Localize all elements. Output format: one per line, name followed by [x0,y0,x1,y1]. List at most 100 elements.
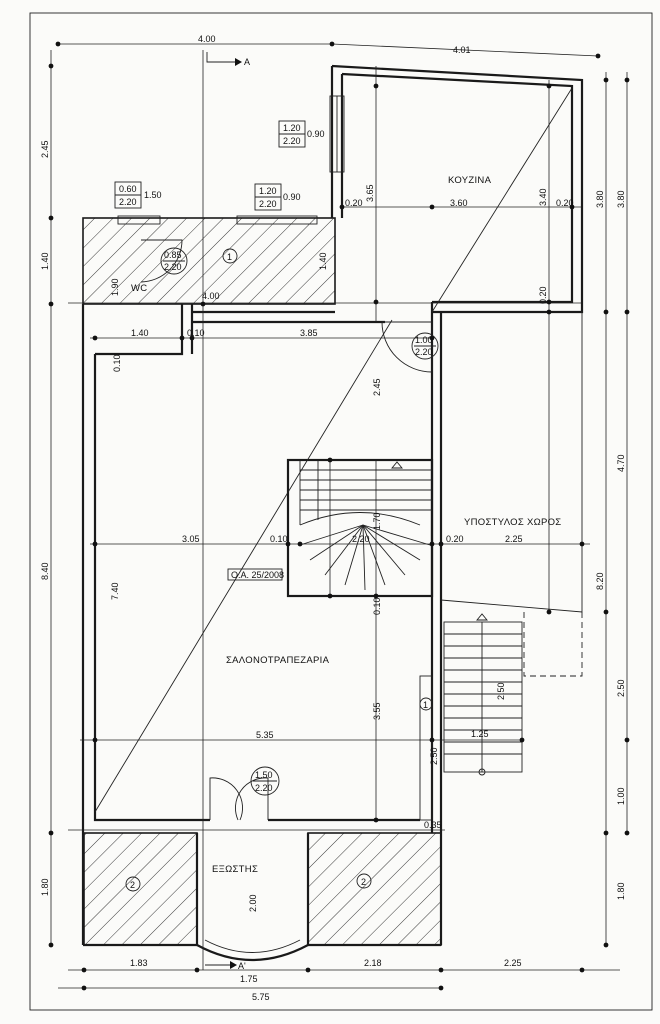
dim-right-5: 1.80 [616,882,626,900]
svg-text:1: 1 [227,252,232,262]
opening-tag-entrance-door: 1.50 2.20 [250,766,280,796]
dim-right-outer-top: 3.80 [616,190,626,208]
svg-text:3.60: 3.60 [450,198,468,208]
svg-text:0.90: 0.90 [307,129,325,139]
dimension-lines [50,43,628,989]
dim-bottom-2: 1.75 [240,974,258,984]
svg-text:0.20: 0.20 [446,534,464,544]
tag-circle-stair: 1 [419,697,433,711]
svg-text:1: 1 [423,700,428,710]
opening-tag-wc-door: 0.85 2.20 [160,247,188,275]
svg-text:2.20: 2.20 [283,136,301,146]
opening-tag-hall-window: 1.20 2.20 0.90 [254,183,301,211]
room-label-wc: WC [131,283,147,294]
tag-circle-wc-zone: 1 [222,248,238,264]
dim-right-inner-top: 3.80 [595,190,605,208]
dimension-texts: 4.00 4.01 1.83 1.75 2.18 2.25 5.75 2.45 … [40,34,626,1002]
svg-text:0.10: 0.10 [187,328,205,338]
room-label-covered-area: ΥΠΟΣΤΥΛΟΣ ΧΩΡΟΣ [464,517,561,528]
svg-text:2.50: 2.50 [496,682,506,700]
svg-text:3.65: 3.65 [365,184,375,202]
svg-text:0.10: 0.10 [372,597,382,615]
svg-text:2.45: 2.45 [372,378,382,396]
svg-text:0.35: 0.35 [424,820,442,830]
svg-text:0.20: 0.20 [556,198,574,208]
room-label-veranda: ΕΞΩΣΤΗΣ [212,864,258,875]
dim-top-left: 4.00 [198,34,216,44]
svg-text:1.40: 1.40 [131,328,149,338]
svg-text:2.20: 2.20 [352,534,370,544]
svg-text:0.90: 0.90 [283,192,301,202]
dim-top-right: 4.01 [453,45,471,55]
svg-text:0.85: 0.85 [164,250,182,260]
exterior-stair [419,613,523,821]
svg-text:3.55: 3.55 [372,702,382,720]
tag-circle-veranda-left: 2 [125,876,141,892]
svg-text:3.40: 3.40 [538,188,548,206]
svg-text:2.20: 2.20 [259,199,277,209]
section-marker-bottom: A' [238,961,246,971]
room-label-living-dining: ΣΑΛΟΝΟΤΡΑΠΕΖΑΡΙΑ [226,655,330,666]
dim-left-4: 1.80 [40,878,50,896]
dim-right-3: 2.50 [616,679,626,697]
permit-label-box [227,568,283,581]
svg-text:0.10: 0.10 [270,534,288,544]
svg-text:3.85: 3.85 [300,328,318,338]
covered-area-outline [440,312,583,677]
opening-tag-wc-window: 0.60 2.20 1.50 [114,181,162,209]
section-marker-top: A [244,57,250,67]
svg-text:1.20: 1.20 [283,123,301,133]
room-label-kitchen: ΚΟΥΖΙΝΑ [448,175,492,186]
svg-text:7.40: 7.40 [110,582,120,600]
tag-circle-veranda-right: 2 [356,873,372,889]
dim-left-2: 1.40 [40,252,50,270]
opening-tag-kitchen-door: 1.00 2.20 [411,332,439,360]
svg-text:2.20: 2.20 [255,783,273,793]
section-markers: A A' [205,52,250,971]
svg-text:2.20: 2.20 [119,197,137,207]
dim-right-4: 1.00 [616,787,626,805]
hatched-veranda-right [307,832,442,946]
svg-text:2.20: 2.20 [415,347,433,357]
svg-text:0.60: 0.60 [119,184,137,194]
svg-text:1.50: 1.50 [255,770,273,780]
dim-bottom-total: 5.75 [252,992,270,1002]
dim-left-3: 8.40 [40,562,50,580]
svg-text:1.90: 1.90 [110,278,120,296]
dim-bottom-4: 2.25 [504,958,522,968]
svg-text:0.20: 0.20 [345,198,363,208]
diagonals [94,87,573,813]
svg-text:1.40: 1.40 [318,252,328,270]
svg-text:2: 2 [361,877,366,887]
openings [117,95,433,821]
svg-text:0.20: 0.20 [538,286,548,304]
svg-text:2.00: 2.00 [248,894,258,912]
svg-text:1.70: 1.70 [372,512,382,530]
svg-text:1.20: 1.20 [259,186,277,196]
opening-tag-kitchen-window: 1.20 2.20 0.90 [278,120,325,148]
dim-bottom-1: 1.83 [130,958,148,968]
dimension-ticks [48,41,630,991]
walls [81,64,584,962]
svg-text:2.25: 2.25 [505,534,523,544]
svg-text:1.50: 1.50 [144,190,162,200]
svg-text:3.05: 3.05 [182,534,200,544]
hatched-veranda-left [83,832,198,946]
svg-text:1.00: 1.00 [415,335,433,345]
svg-text:2.20: 2.20 [164,262,182,272]
interior-stair [299,460,432,591]
hatched-wc-zone [82,217,336,305]
svg-text:2: 2 [130,880,135,890]
svg-text:1.25: 1.25 [471,729,489,739]
svg-text:2.50: 2.50 [429,747,439,765]
svg-text:5.35: 5.35 [256,730,274,740]
permit-label: Ο.Α. 25/2008 [231,570,284,580]
dim-left-1: 2.45 [40,140,50,158]
drawing-frame [29,12,653,1011]
dim-right-2: 8.20 [595,572,605,590]
svg-text:4.00: 4.00 [202,291,220,301]
svg-text:0.10: 0.10 [112,354,122,372]
dim-right-1: 4.70 [616,454,626,472]
dim-bottom-3: 2.18 [364,958,382,968]
